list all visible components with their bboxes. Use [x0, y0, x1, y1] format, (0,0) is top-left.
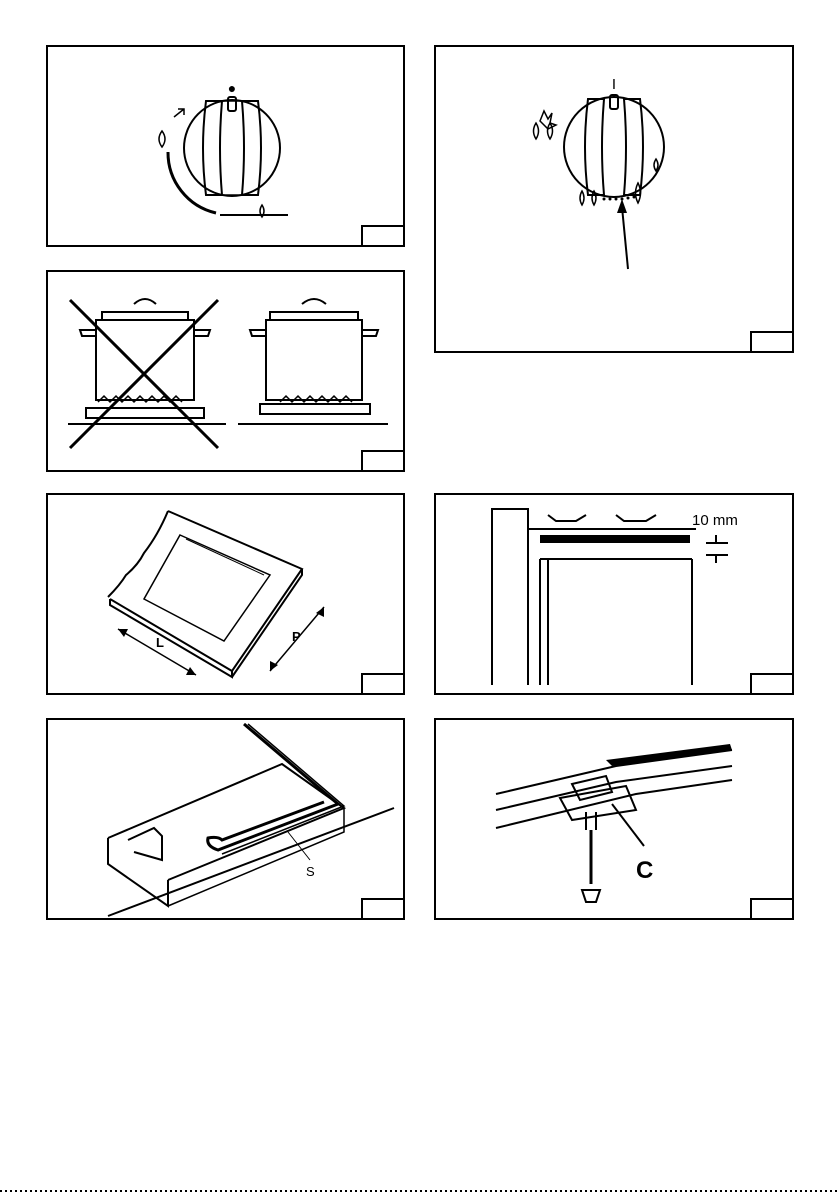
figure-fixing-bracket: C: [434, 718, 794, 920]
figure-number-box: [361, 898, 405, 920]
seal-drawing: S: [48, 720, 405, 920]
figure-cutout-dimensions: L P: [46, 493, 405, 695]
figure-number-box: [361, 450, 405, 472]
figure-knob-flame-settings: I: [434, 45, 794, 353]
figure-installation-clearance: 10 mm: [434, 493, 794, 695]
figure-knob-positions: ●: [46, 45, 405, 247]
cutout-drawing: L P: [48, 495, 405, 695]
knob-arrow-drawing: I: [436, 47, 794, 353]
figure-number-box: [750, 331, 794, 353]
length-label: L: [156, 635, 164, 650]
bracket-drawing: C: [436, 720, 794, 920]
off-symbol: ●: [228, 80, 236, 96]
clip-label: C: [636, 857, 653, 884]
knob-drawing: ●: [48, 47, 405, 247]
figure-number-box: [750, 673, 794, 695]
figure-number-box: [361, 225, 405, 247]
figure-number-box: [361, 673, 405, 695]
depth-label: P: [292, 629, 301, 644]
clearance-drawing: 10 mm: [436, 495, 794, 695]
seal-label: S: [306, 864, 315, 879]
clearance-label: 10 mm: [692, 512, 738, 529]
figure-number-box: [750, 898, 794, 920]
figure-pan-size: [46, 270, 405, 472]
pots-drawing: [48, 272, 405, 472]
figure-seal-application: S: [46, 718, 405, 920]
off-symbol: I: [612, 76, 616, 93]
